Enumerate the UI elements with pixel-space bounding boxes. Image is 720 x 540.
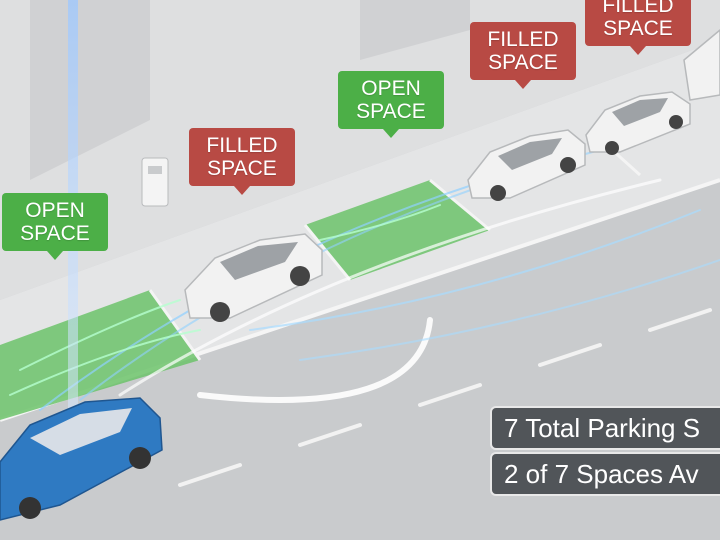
road (0, 180, 720, 540)
blue-vehicle (0, 397, 163, 521)
space-label-open-2: OPEN SPACE (338, 71, 444, 138)
space-label-filled-3: FILLED SPACE (585, 0, 691, 55)
parked-car-2 (467, 129, 586, 201)
space-label-filled-2: FILLED SPACE (470, 22, 576, 89)
space-label-line1: FILLED (487, 28, 559, 51)
open-space-2 (305, 180, 490, 280)
space-label-line1: OPEN (25, 199, 85, 222)
parked-truck (683, 29, 720, 101)
building-recess (30, 0, 150, 180)
available-spaces-box: 2 of 7 Spaces Av (490, 452, 720, 496)
open-space-1 (0, 290, 200, 420)
space-label-open-1: OPEN SPACE (2, 193, 108, 260)
total-spaces-box: 7 Total Parking S (490, 406, 720, 450)
space-label-line1: OPEN (361, 77, 421, 100)
building-recess (360, 0, 470, 60)
lane-dashes (178, 308, 712, 487)
available-spaces-text: 2 of 7 Spaces Av (504, 459, 699, 489)
space-label-line1: FILLED (602, 0, 674, 17)
total-spaces-text: 7 Total Parking S (504, 413, 701, 443)
space-label-line2: SPACE (207, 157, 277, 180)
space-label-line2: SPACE (603, 17, 673, 40)
space-label-line2: SPACE (356, 100, 426, 123)
parked-car-3 (585, 91, 691, 155)
parking-meter (141, 157, 169, 207)
space-label-line2: SPACE (488, 51, 558, 74)
space-label-filled-1: FILLED SPACE (189, 128, 295, 195)
space-label-line1: FILLED (206, 134, 278, 157)
parked-car-1 (184, 233, 323, 322)
space-label-line2: SPACE (20, 222, 90, 245)
